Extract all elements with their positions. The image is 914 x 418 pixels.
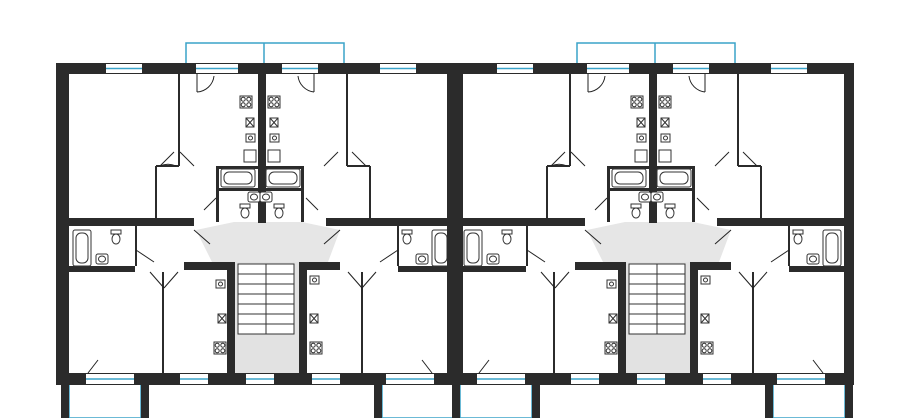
block-divider-wall [452,63,462,385]
apartment-block-left [56,43,463,418]
apartment-block-right [447,43,854,418]
